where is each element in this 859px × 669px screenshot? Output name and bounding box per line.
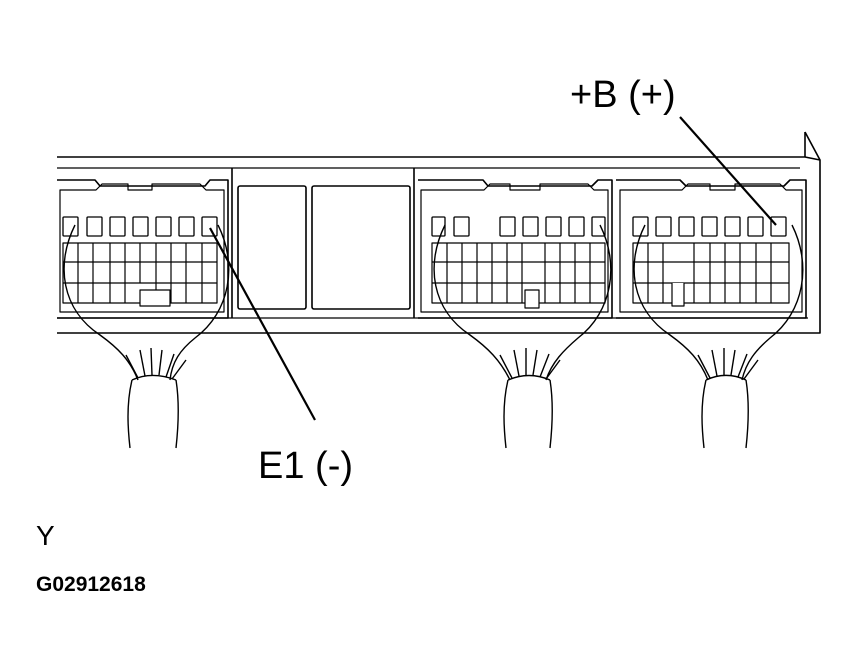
- leader-line-b-plus: [679, 116, 777, 226]
- harness-1: [63, 224, 230, 449]
- connector-2: [418, 179, 613, 319]
- view-letter: Y: [36, 520, 55, 551]
- callout-b-plus-label: +B (+): [570, 74, 676, 116]
- harness-2: [433, 224, 612, 449]
- center-blank-section: [231, 168, 415, 318]
- harness-3: [633, 224, 804, 449]
- connector-3: [616, 179, 807, 319]
- leader-line-e1-minus: [209, 227, 316, 421]
- connector-1: [57, 179, 229, 319]
- figure-code: G02912618: [36, 573, 146, 596]
- callout-e1-minus-label: E1 (-): [258, 445, 353, 487]
